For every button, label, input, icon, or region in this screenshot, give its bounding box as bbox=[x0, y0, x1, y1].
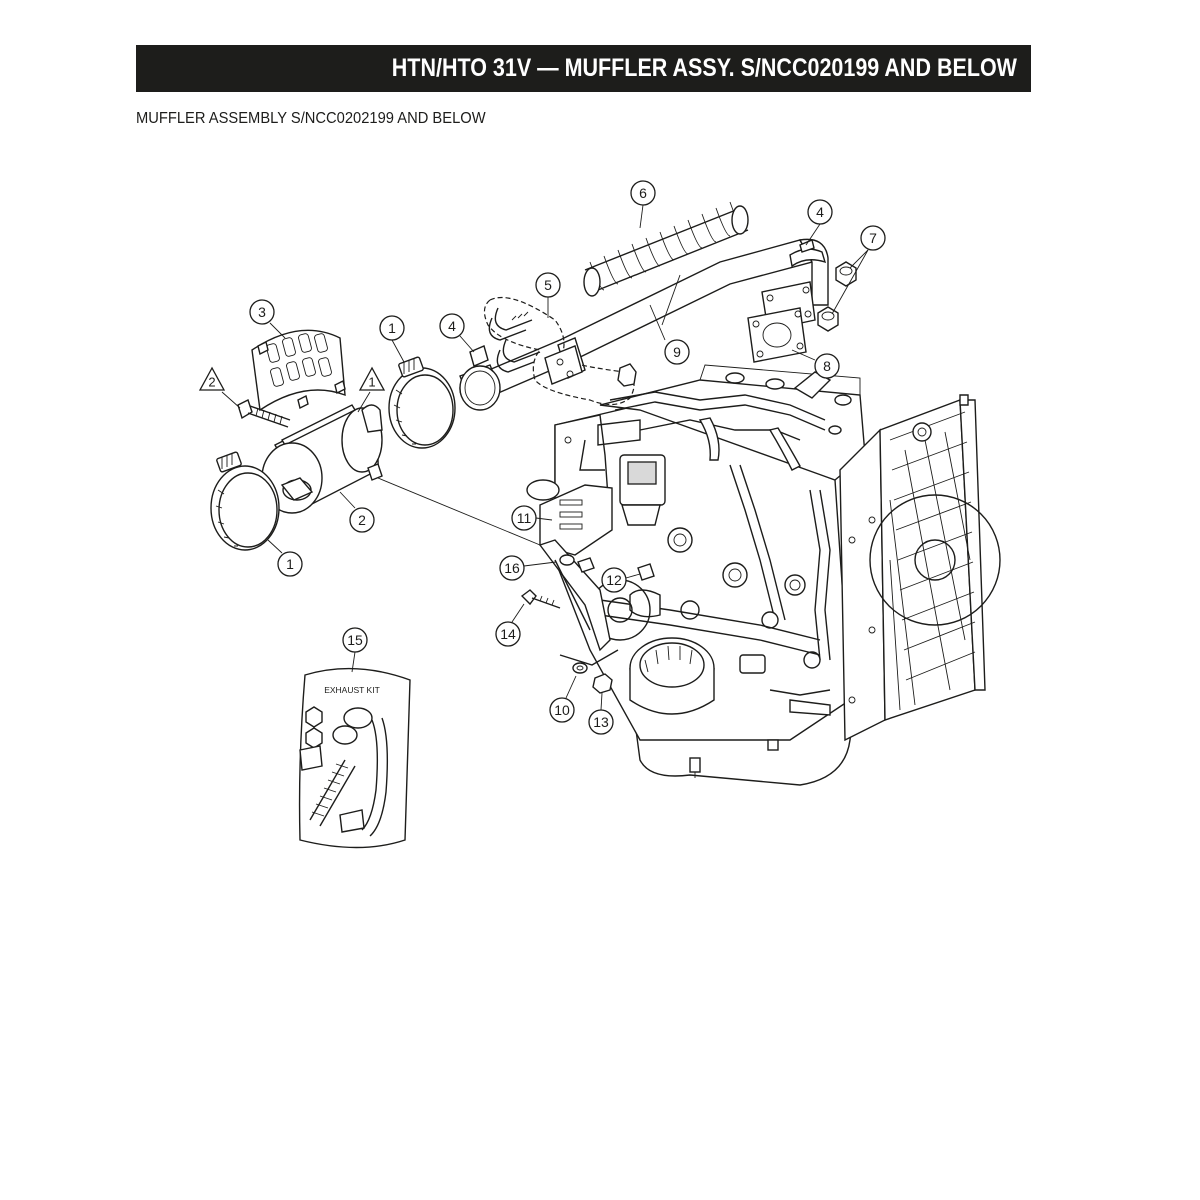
flange-nuts bbox=[817, 261, 857, 332]
callout-4-upper[interactable]: 4 bbox=[805, 199, 833, 246]
svg-text:4: 4 bbox=[816, 204, 824, 220]
upper-clamp bbox=[789, 239, 827, 268]
muffler bbox=[261, 404, 383, 514]
svg-text:12: 12 bbox=[606, 572, 622, 588]
radiator bbox=[839, 394, 1001, 742]
callout-11[interactable]: 11 bbox=[511, 505, 553, 531]
exhaust-flange bbox=[747, 281, 816, 363]
svg-text:5: 5 bbox=[544, 277, 552, 293]
svg-text:1: 1 bbox=[286, 556, 294, 572]
callout-4-lower[interactable]: 4 bbox=[439, 313, 475, 353]
svg-text:3: 3 bbox=[258, 304, 266, 320]
title-bar: HTN/HTO 31V — MUFFLER ASSY. S/NCC020199 … bbox=[136, 45, 1031, 92]
svg-text:14: 14 bbox=[500, 626, 516, 642]
pipe-clamp bbox=[459, 345, 501, 411]
heat-shield bbox=[526, 479, 613, 556]
exhaust-kit-label: EXHAUST KIT bbox=[324, 685, 380, 695]
svg-text:11: 11 bbox=[517, 510, 532, 526]
callout-16[interactable]: 16 bbox=[499, 555, 557, 581]
hose-clamp-lower bbox=[210, 451, 280, 551]
callout-7[interactable]: 7 bbox=[831, 225, 886, 315]
callout-5[interactable]: 5 bbox=[535, 272, 561, 318]
callout-15[interactable]: 15 bbox=[342, 627, 368, 673]
spring-coil bbox=[583, 201, 749, 297]
callout-9[interactable]: 9 bbox=[649, 274, 690, 365]
hose-clamp-upper bbox=[388, 356, 456, 449]
page-subtitle: MUFFLER ASSEMBLY S/NCC0202199 AND BELOW bbox=[136, 110, 486, 127]
engine-block bbox=[554, 364, 866, 786]
svg-text:15: 15 bbox=[347, 632, 363, 648]
svg-text:1: 1 bbox=[388, 320, 396, 336]
svg-text:16: 16 bbox=[504, 560, 520, 576]
svg-text:10: 10 bbox=[554, 702, 570, 718]
svg-text:7: 7 bbox=[869, 230, 877, 246]
callout-12[interactable]: 12 bbox=[601, 567, 641, 593]
svg-text:2: 2 bbox=[208, 375, 215, 390]
svg-text:2: 2 bbox=[358, 512, 366, 528]
svg-text:9: 9 bbox=[673, 344, 681, 360]
muffler-heat-shield bbox=[251, 329, 346, 412]
callout-1-mid[interactable]: 1 bbox=[379, 315, 405, 363]
callout-13[interactable]: 13 bbox=[588, 692, 614, 735]
svg-text:1: 1 bbox=[368, 375, 375, 390]
exhaust-kit-bag: EXHAUST KIT bbox=[298, 667, 411, 849]
page-title: HTN/HTO 31V — MUFFLER ASSY. S/NCC020199 … bbox=[391, 54, 1017, 82]
callout-1-lower[interactable]: 1 bbox=[267, 539, 303, 577]
callout-1-triangle[interactable]: 1 bbox=[357, 366, 386, 413]
muffler-bolt bbox=[237, 399, 291, 428]
callout-2[interactable]: 2 bbox=[339, 491, 375, 533]
svg-text:8: 8 bbox=[823, 358, 831, 374]
callout-10[interactable]: 10 bbox=[549, 675, 577, 723]
callout-6[interactable]: 6 bbox=[630, 180, 656, 229]
u-bolt-clamp-group bbox=[483, 296, 637, 406]
svg-text:13: 13 bbox=[593, 714, 609, 730]
callout-2-triangle[interactable]: 2 bbox=[198, 366, 241, 409]
muffler-bracket bbox=[520, 539, 655, 694]
callout-8[interactable]: 8 bbox=[791, 349, 840, 379]
callout-14[interactable]: 14 bbox=[495, 603, 525, 647]
svg-text:6: 6 bbox=[639, 185, 647, 201]
callout-3[interactable]: 3 bbox=[249, 299, 286, 339]
svg-text:4: 4 bbox=[448, 318, 456, 334]
